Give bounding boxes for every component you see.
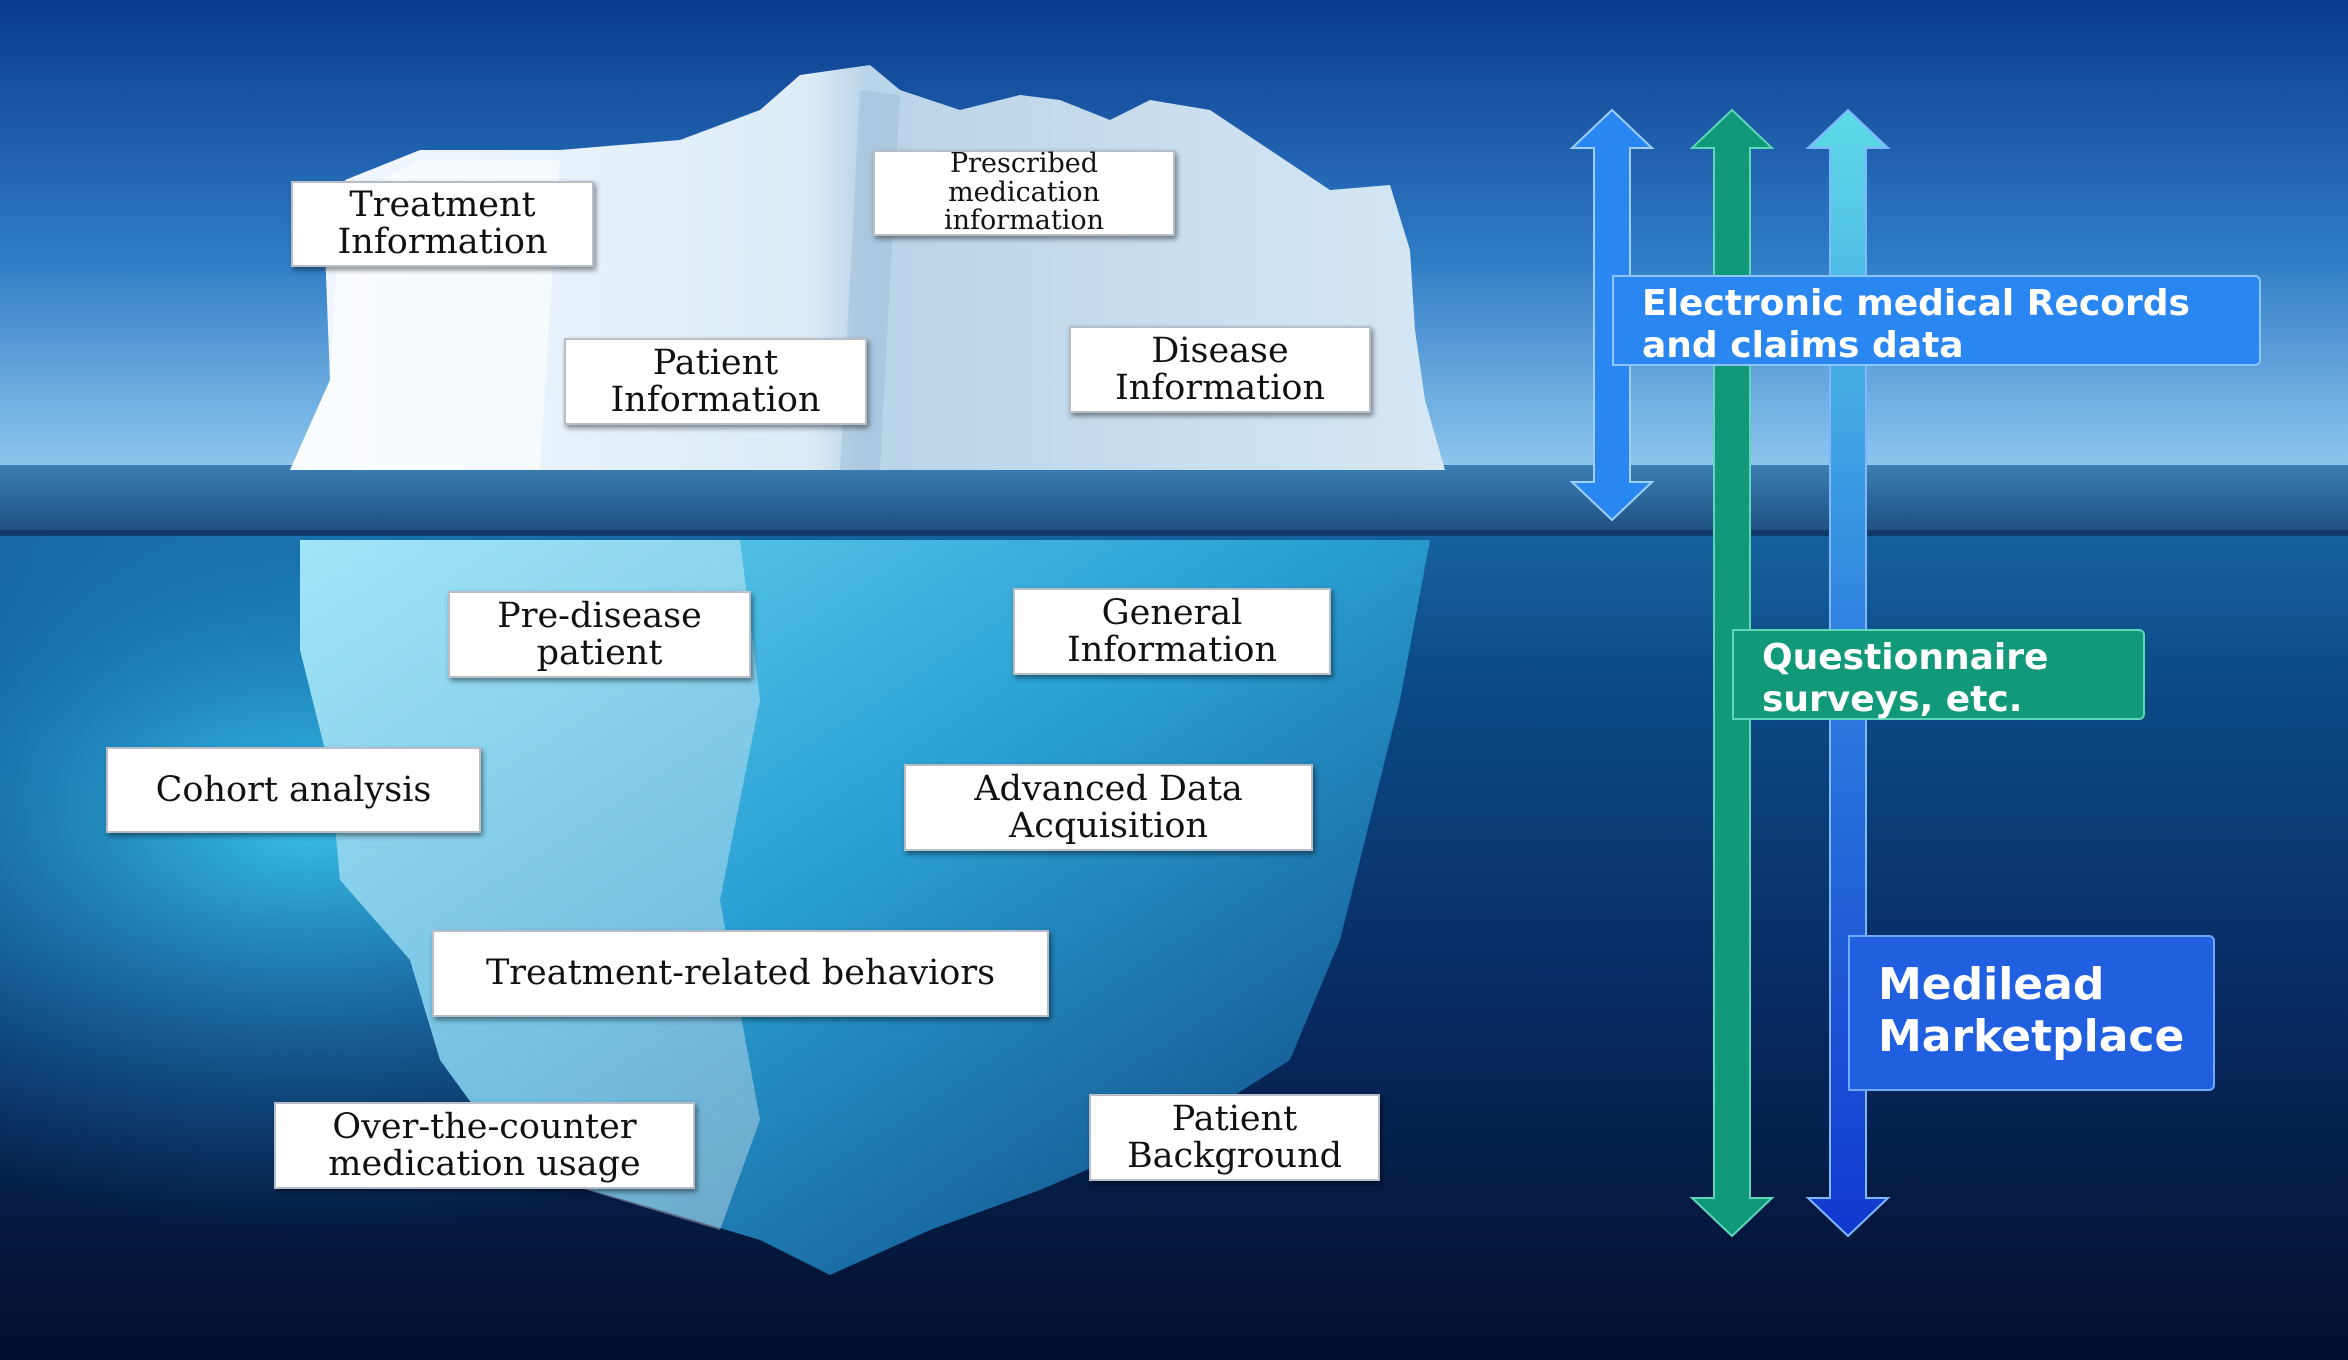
iceberg-underwater bbox=[300, 540, 1430, 1275]
pre-disease-patient-label: Pre-disease patient bbox=[448, 591, 751, 678]
cohort-analysis-label: Cohort analysis bbox=[106, 747, 481, 833]
advanced-data-acquisition-label: Advanced Data Acquisition bbox=[904, 764, 1313, 851]
patient-information-label: Patient Information bbox=[564, 338, 867, 425]
otc-medication-usage-label: Over-the-counter medication usage bbox=[274, 1102, 695, 1189]
marketplace-band: Medilead Marketplace bbox=[1848, 935, 2215, 1091]
disease-information-label: Disease Information bbox=[1069, 326, 1371, 413]
prescribed-medication-label: Prescribed medication information bbox=[873, 150, 1175, 236]
questionnaire-band: Questionnaire surveys, etc. bbox=[1732, 629, 2145, 720]
water-surface bbox=[0, 465, 2348, 535]
emr-claims-band: Electronic medical Records and claims da… bbox=[1612, 275, 2261, 366]
patient-background-label: Patient Background bbox=[1089, 1094, 1380, 1181]
general-information-label: General Information bbox=[1013, 588, 1331, 675]
treatment-information-label: Treatment Information bbox=[291, 181, 594, 267]
treatment-related-behaviors-label: Treatment-related behaviors bbox=[432, 930, 1049, 1017]
